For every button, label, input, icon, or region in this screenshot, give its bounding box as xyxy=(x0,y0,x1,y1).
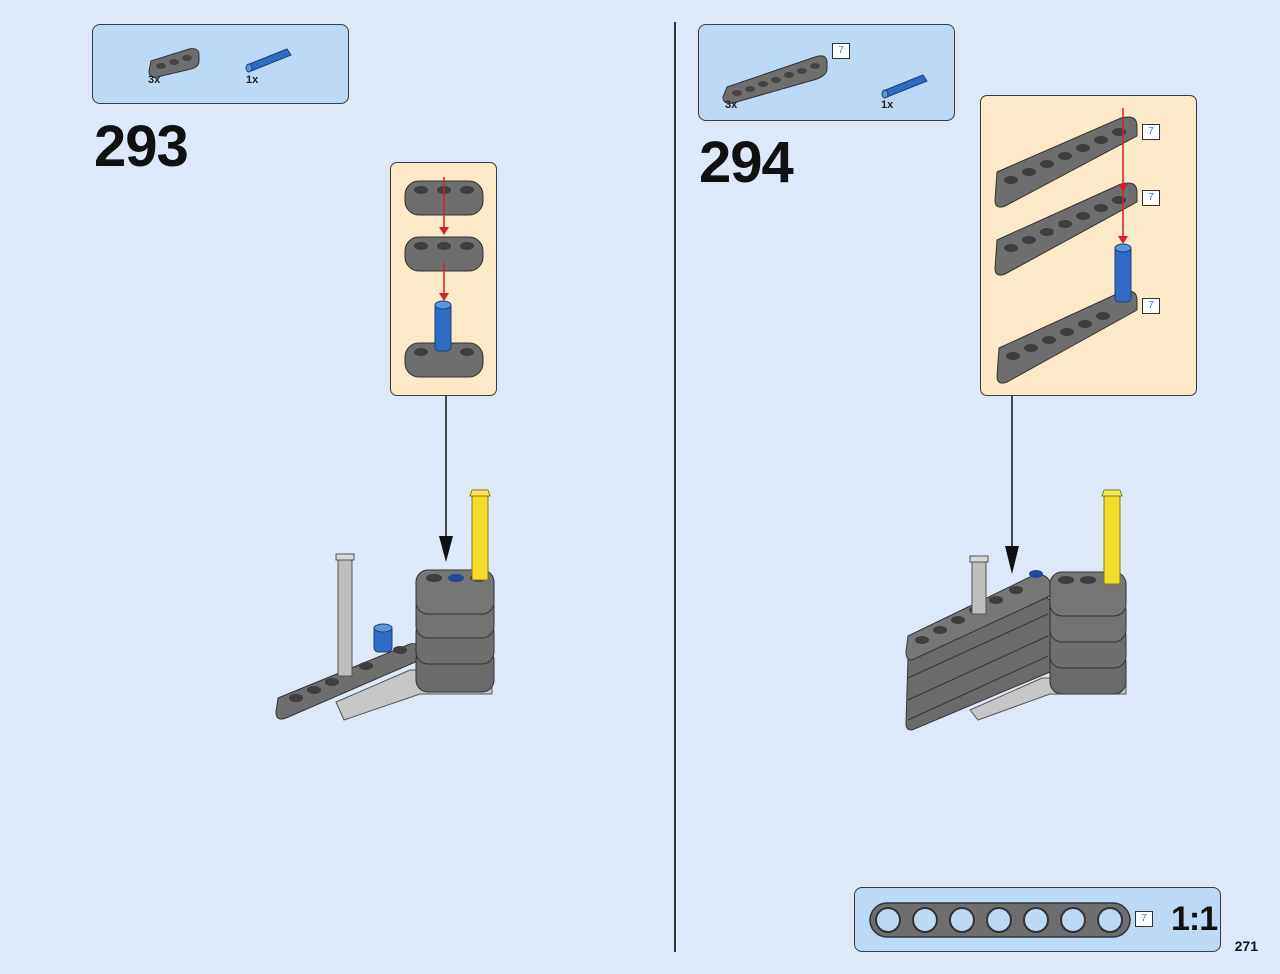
step-number-293: 293 xyxy=(94,114,189,179)
beam-length-tag: 7 xyxy=(832,43,850,59)
page-number: 271 xyxy=(1234,938,1258,954)
blue-pin-part-icon-294 xyxy=(881,74,928,99)
model-assembly-294 xyxy=(905,489,1127,731)
qty-blue-pin-294: 1x xyxy=(881,99,894,111)
model-assembly-293 xyxy=(275,489,495,721)
step-number-294: 294 xyxy=(699,130,794,195)
qty-beam-7: 3x xyxy=(725,99,738,111)
sub-assembly-294-drawing xyxy=(994,108,1138,384)
sub-assembly-callout-293 xyxy=(390,162,497,396)
parts-box-293: 3x 1x xyxy=(92,24,349,104)
qty-blue-pin: 1x xyxy=(246,74,259,86)
beam-3-part-icon xyxy=(148,48,200,78)
qty-beam-3: 3x xyxy=(148,74,161,86)
sub-assembly-callout-294: 7 7 7 xyxy=(980,95,1197,396)
parts-box-294: 7 3x 1x xyxy=(698,24,955,121)
scale-reference-box: 7 1:1 xyxy=(854,887,1221,952)
placement-arrow-293 xyxy=(439,396,453,562)
blue-pin-part-icon xyxy=(245,48,292,73)
scale-beam-7-icon xyxy=(869,902,1131,938)
callout-length-tag-1: 7 xyxy=(1142,124,1160,140)
scale-label: 1:1 xyxy=(1171,900,1218,938)
sub-assembly-293-drawing xyxy=(404,177,484,378)
callout-length-tag-3: 7 xyxy=(1142,298,1160,314)
beam-7-part-icon xyxy=(722,55,828,104)
page-divider xyxy=(674,22,676,952)
callout-length-tag-2: 7 xyxy=(1142,190,1160,206)
scale-length-tag: 7 xyxy=(1135,911,1153,927)
placement-arrow-294 xyxy=(1005,396,1019,574)
